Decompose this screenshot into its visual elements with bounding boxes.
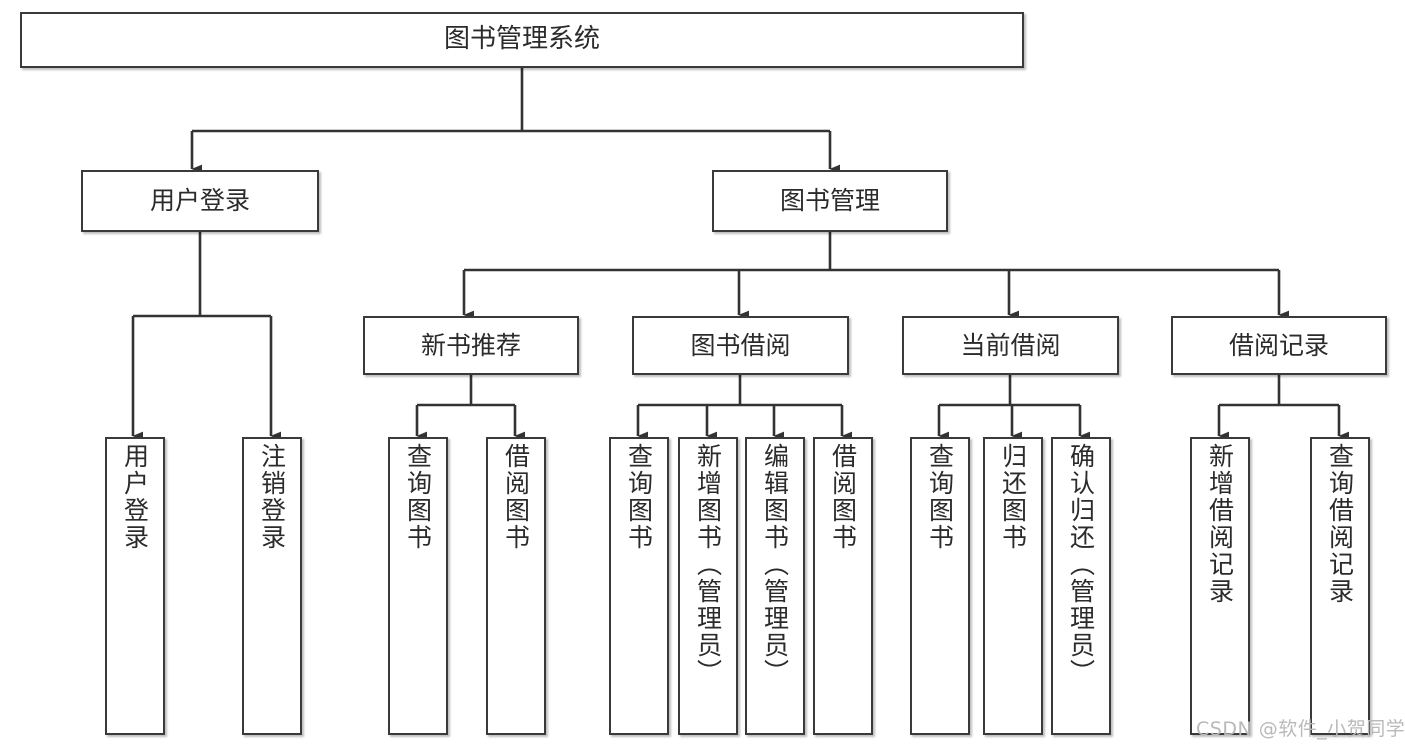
node-label-leaf-logout: 注销登录 xyxy=(257,443,287,551)
node-label-root: 图书管理系统 xyxy=(443,24,600,55)
node-label-current-borrow: 当前借阅 xyxy=(960,330,1061,360)
node-leaf-add-borrow-record[interactable]: 新增借阅记录 xyxy=(1190,437,1250,735)
node-leaf-confirm-return[interactable]: 确认归还（管理员） xyxy=(1051,437,1111,735)
node-leaf-borrow-book[interactable]: 借阅图书 xyxy=(813,437,873,735)
node-label-leaf-add-book: 新增图书（管理员） xyxy=(693,443,723,686)
node-label-leaf-user-login: 用户登录 xyxy=(120,443,150,551)
node-leaf-query-book-current[interactable]: 查询图书 xyxy=(910,437,970,735)
node-label-leaf-edit-book: 编辑图书（管理员） xyxy=(760,443,790,686)
node-current-borrow[interactable]: 当前借阅 xyxy=(902,316,1119,375)
line-layer xyxy=(131,68,1350,441)
node-label-leaf-query-borrow-record: 查询借阅记录 xyxy=(1325,443,1355,605)
node-book-management[interactable]: 图书管理 xyxy=(712,170,948,232)
node-label-leaf-query-book-borrow: 查询图书 xyxy=(624,443,654,551)
node-label-leaf-borrow-book: 借阅图书 xyxy=(828,443,858,551)
node-leaf-add-book[interactable]: 新增图书（管理员） xyxy=(678,437,738,735)
node-label-book-management: 图书管理 xyxy=(779,186,880,215)
node-root[interactable]: 图书管理系统 xyxy=(20,12,1024,68)
node-label-book-borrow: 图书借阅 xyxy=(690,330,791,360)
node-leaf-user-login[interactable]: 用户登录 xyxy=(105,437,165,735)
csdn-watermark: CSDN @软件_小贺同学 xyxy=(1196,718,1405,740)
node-book-borrow[interactable]: 图书借阅 xyxy=(632,316,849,375)
node-leaf-query-borrow-record[interactable]: 查询借阅记录 xyxy=(1310,437,1370,735)
node-leaf-return-book[interactable]: 归还图书 xyxy=(983,437,1043,735)
node-leaf-edit-book[interactable]: 编辑图书（管理员） xyxy=(745,437,805,735)
node-leaf-query-book-borrow[interactable]: 查询图书 xyxy=(609,437,669,735)
node-user-login[interactable]: 用户登录 xyxy=(81,170,319,232)
node-label-user-login: 用户登录 xyxy=(149,186,250,215)
node-label-leaf-query-book-current: 查询图书 xyxy=(925,443,955,551)
node-label-leaf-return-book: 归还图书 xyxy=(998,443,1028,551)
node-label-leaf-borrow-book-recommend: 借阅图书 xyxy=(501,443,531,551)
node-label-borrow-record: 借阅记录 xyxy=(1228,330,1329,360)
node-label-leaf-confirm-return: 确认归还（管理员） xyxy=(1066,443,1096,686)
node-leaf-query-book-recommend[interactable]: 查询图书 xyxy=(388,437,448,735)
node-leaf-logout[interactable]: 注销登录 xyxy=(242,437,302,735)
node-label-new-book-recommend: 新书推荐 xyxy=(420,330,521,360)
node-new-book-recommend[interactable]: 新书推荐 xyxy=(363,316,579,375)
node-leaf-borrow-book-recommend[interactable]: 借阅图书 xyxy=(486,437,546,735)
node-label-leaf-add-borrow-record: 新增借阅记录 xyxy=(1205,443,1235,605)
node-label-leaf-query-book-recommend: 查询图书 xyxy=(403,443,433,551)
node-borrow-record[interactable]: 借阅记录 xyxy=(1171,316,1387,375)
